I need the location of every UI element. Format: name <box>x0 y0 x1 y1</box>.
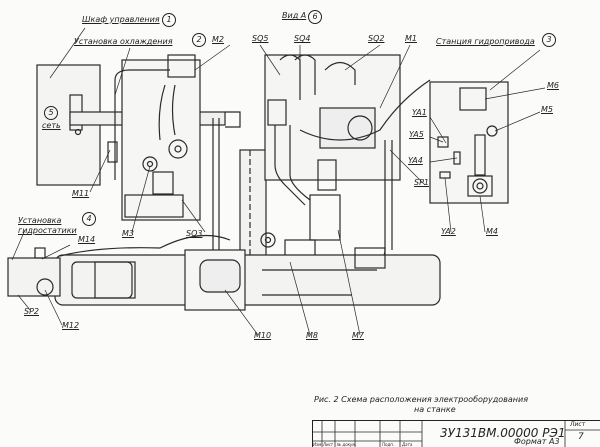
label-m12: М12 <box>62 321 80 330</box>
motor-m8 <box>260 232 276 248</box>
valve-ya4 <box>453 151 461 165</box>
label-m11: М11 <box>72 189 90 198</box>
label-ya5: YA5 <box>409 130 424 139</box>
col-header-sign: Подп. <box>382 442 395 447</box>
label-m7: М7 <box>352 331 364 340</box>
motor-m2-box <box>167 54 196 78</box>
label-m4: М4 <box>486 227 498 236</box>
callout-number-1: 1 <box>162 13 176 27</box>
col-header-sheet: Лист <box>323 442 334 447</box>
label-m2: М2 <box>212 35 224 44</box>
cooling-unit <box>121 59 201 221</box>
motor-m10 <box>199 259 241 293</box>
label-ya2: YA2 <box>441 227 456 236</box>
label-hydraulic-station: Станция гидропривода <box>436 37 535 46</box>
title-block <box>312 420 600 447</box>
label-ya4: YA4 <box>408 156 423 165</box>
motor-m12 <box>36 278 54 296</box>
label-sp1: SP1 <box>414 178 429 187</box>
sheet-number: 7 <box>578 432 584 442</box>
document-designation: 3У131ВМ.00000 РЭ1 <box>440 426 566 440</box>
label-view-a: Вид А <box>282 11 307 20</box>
col-header-doc: № докум. <box>337 442 357 447</box>
motor-m3 <box>142 156 158 172</box>
label-m3: М3 <box>122 229 134 238</box>
label-m10: М10 <box>254 331 272 340</box>
callout-number-3: 3 <box>542 33 556 47</box>
label-sq4: SQ4 <box>294 34 311 43</box>
figure-caption-line2: на станке <box>414 405 456 414</box>
label-sq3: SQ3 <box>186 229 203 238</box>
callout-number-6: 6 <box>308 10 322 24</box>
hydraulic-station <box>429 81 509 204</box>
motor-m7 <box>309 194 341 241</box>
sheet-label: Лист <box>570 421 586 428</box>
label-m1: М1 <box>405 34 417 43</box>
label-m14: М14 <box>78 235 96 244</box>
col-header-date: Дата <box>402 442 413 447</box>
label-sp2: SP2 <box>24 307 39 316</box>
label-m6: М6 <box>547 81 559 90</box>
figure-caption-line1: Рис. 2 Схема расположения электрооборудо… <box>314 395 528 404</box>
label-sq5: SQ5 <box>252 34 269 43</box>
label-sq2: SQ2 <box>368 34 385 43</box>
label-m8: М8 <box>306 331 318 340</box>
motor-m1 <box>319 107 376 149</box>
label-control-cabinet: Шкаф управления <box>82 15 160 24</box>
callout-number-5: 5 <box>44 106 58 120</box>
label-network: сеть <box>42 121 61 130</box>
callout-number-2: 2 <box>192 33 206 47</box>
motor-m11 <box>107 141 118 163</box>
label-cooling-unit: Установка охлаждения <box>74 37 173 46</box>
valve-ya5 <box>437 136 449 148</box>
pump-m <box>168 139 188 159</box>
callout-number-4: 4 <box>82 212 96 226</box>
hydrostatics-unit <box>7 257 61 297</box>
label-hydrostatics: Установка гидростатики <box>18 216 77 235</box>
col-header-change: Изм <box>313 442 322 447</box>
paper-format: Формат А3 <box>512 437 562 446</box>
label-ya1: YA1 <box>412 108 427 117</box>
label-m5: М5 <box>541 105 553 114</box>
motor-m5 <box>486 125 498 137</box>
